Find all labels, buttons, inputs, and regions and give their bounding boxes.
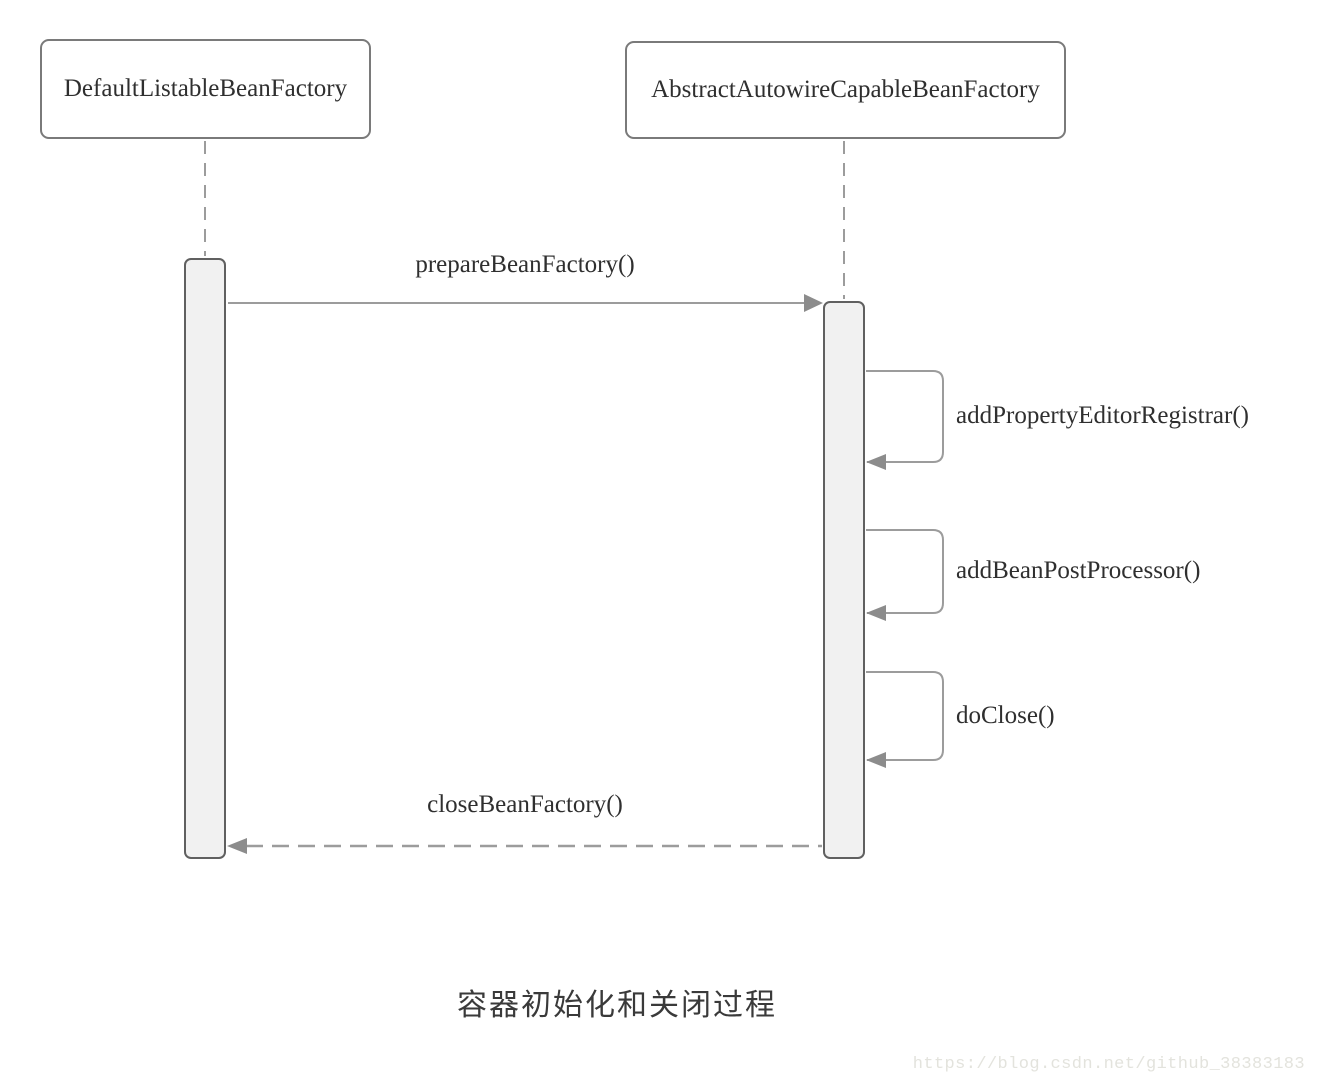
arrowhead-self-call-3-icon xyxy=(866,752,886,768)
actor-label: AbstractAutowireCapableBeanFactory xyxy=(651,76,1040,103)
diagram-caption: 容器初始化和关闭过程 xyxy=(457,989,777,1022)
activation-bar-right xyxy=(823,301,865,859)
message-label-close-bean-factory: closeBeanFactory() xyxy=(427,791,623,818)
arrowhead-self-call-1-icon xyxy=(866,454,886,470)
message-label-add-property-editor-registrar: addPropertyEditorRegistrar() xyxy=(956,402,1249,429)
message-label-add-bean-post-processor: addBeanPostProcessor() xyxy=(956,557,1201,584)
self-call-loop-3 xyxy=(866,671,944,761)
arrowhead-close-left-icon xyxy=(227,838,247,854)
self-call-loop-1 xyxy=(866,370,944,463)
arrowhead-prepare-right-icon xyxy=(804,294,823,312)
actor-label: DefaultListableBeanFactory xyxy=(63,75,348,102)
self-call-loop-2 xyxy=(866,529,944,614)
activation-bar-left xyxy=(184,258,226,859)
arrowhead-self-call-2-icon xyxy=(866,605,886,621)
message-label-prepare-bean-factory: prepareBeanFactory() xyxy=(415,251,635,278)
actor-box-abstract-autowire-capable-bean-factory: AbstractAutowireCapableBeanFactory xyxy=(625,41,1066,139)
message-label-do-close: doClose() xyxy=(956,702,1055,729)
actor-box-default-listable-bean-factory: DefaultListableBeanFactory xyxy=(40,39,371,139)
watermark-url: https://blog.csdn.net/github_38383183 xyxy=(912,1055,1305,1074)
